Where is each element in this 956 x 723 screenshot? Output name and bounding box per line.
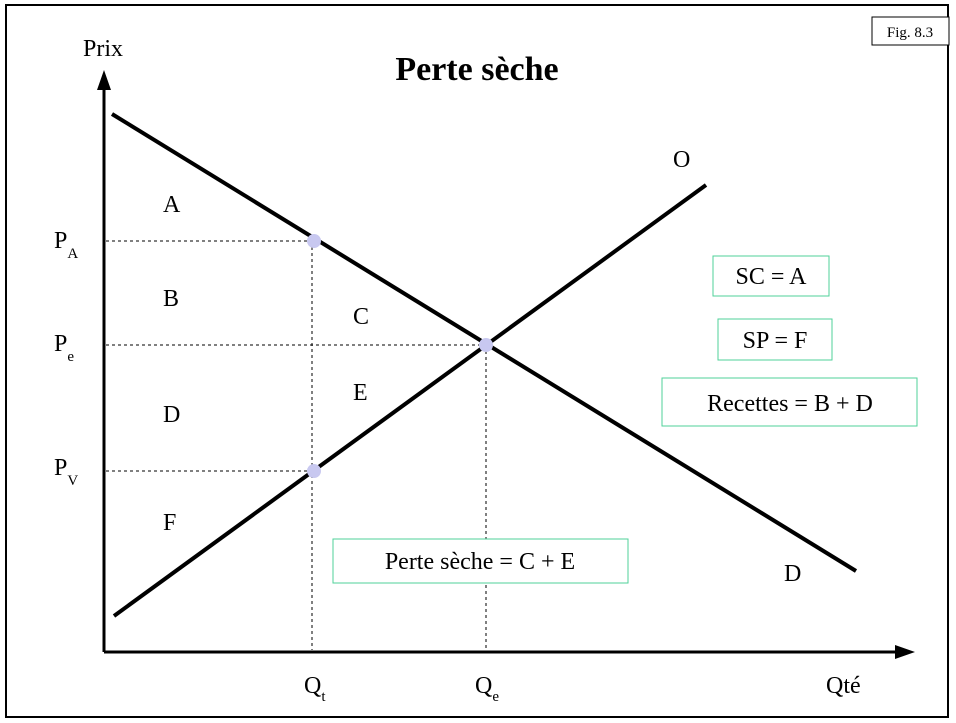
region-b: B (163, 286, 179, 312)
slide-frame (5, 4, 949, 718)
recettes-box-text: Recettes = B + D (707, 391, 873, 417)
price-label-pe: Pe (54, 331, 74, 365)
supply-label: O (673, 147, 690, 173)
region-e: E (353, 380, 368, 406)
sp-box (717, 318, 833, 361)
y-axis-label: Prix (83, 36, 123, 62)
sc-box-text: SC = A (736, 264, 808, 290)
region-f: F (163, 510, 176, 536)
perte-seche-box-text: Perte sèche = C + E (385, 549, 575, 575)
guide-lines (106, 240, 487, 650)
recettes-box (661, 377, 918, 427)
figure-label: Fig. 8.3 (887, 25, 933, 41)
price-label-pa: PA (54, 228, 78, 262)
diagram-title: Perte sèche (395, 51, 558, 88)
region-d: D (163, 402, 180, 428)
x-axis-label: Qté (826, 673, 861, 699)
x-axis-arrow (895, 645, 915, 659)
region-c: C (353, 304, 369, 330)
point-equilibrium (479, 338, 493, 352)
quantity-label-qt: Qt (304, 673, 326, 705)
point-pa (307, 234, 321, 248)
demand-label: D (784, 561, 801, 587)
supply-curve (112, 183, 708, 618)
figure-label-box (871, 16, 950, 46)
y-axis-arrow (97, 70, 111, 90)
perte-seche-box (332, 538, 629, 584)
price-label-pv: PV (54, 455, 78, 489)
sc-box (712, 255, 830, 297)
quantity-label-qe: Qe (475, 673, 499, 705)
region-a: A (163, 192, 181, 218)
point-pv (307, 464, 321, 478)
sp-box-text: SP = F (743, 328, 808, 354)
